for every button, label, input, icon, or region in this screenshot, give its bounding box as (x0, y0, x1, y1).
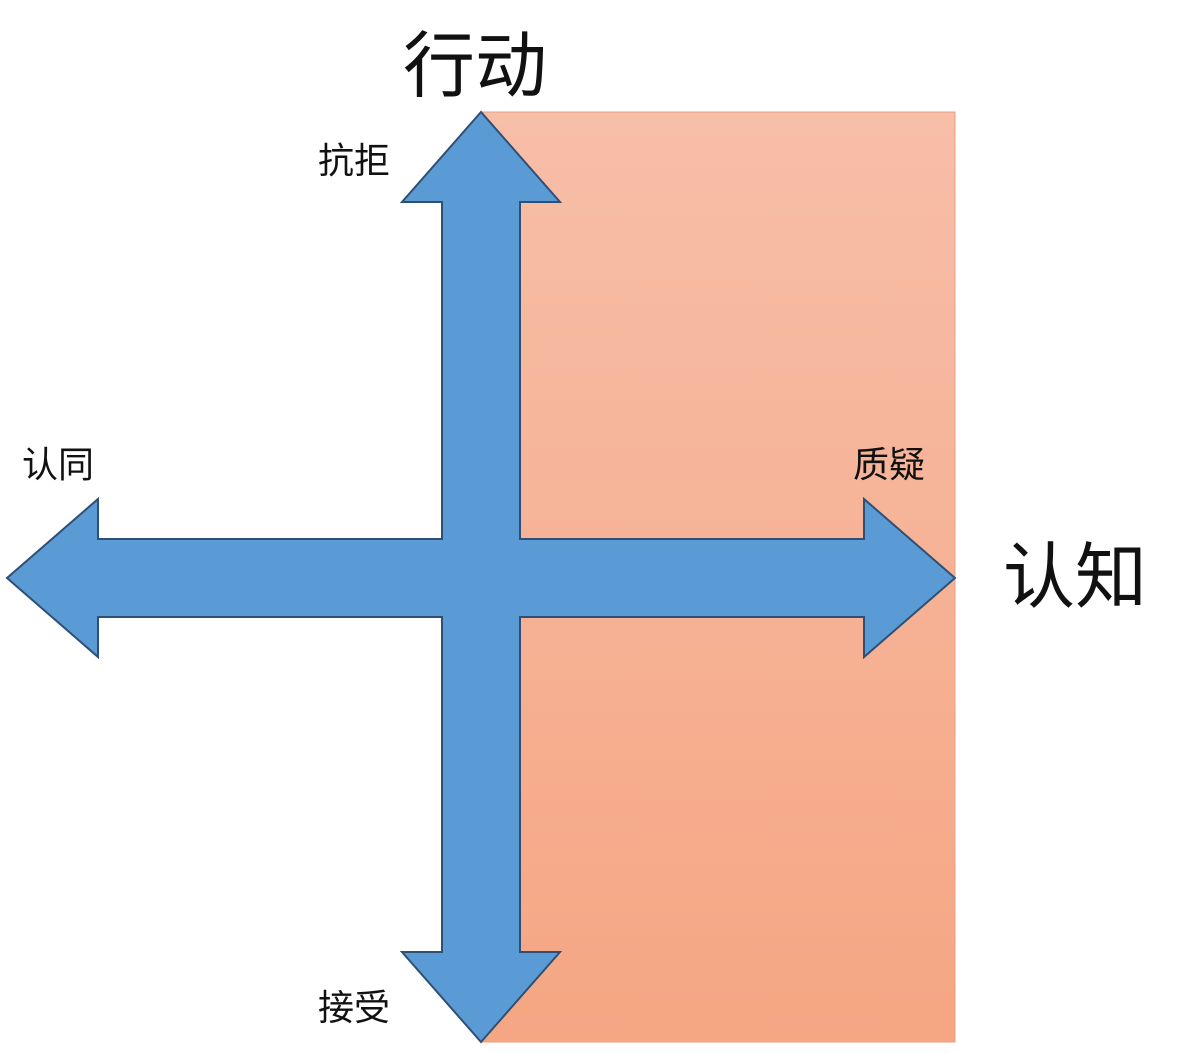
vertical-axis-title: 行动 (403, 24, 548, 108)
horizontal-axis-title: 认知 (1003, 535, 1148, 619)
right-pole-label: 质疑 (853, 445, 926, 486)
top-pole-label: 抗拒 (318, 141, 391, 182)
bottom-pole-label: 接受 (318, 988, 391, 1029)
left-pole-label: 认同 (22, 445, 95, 486)
four-way-arrow (5, 110, 957, 1044)
